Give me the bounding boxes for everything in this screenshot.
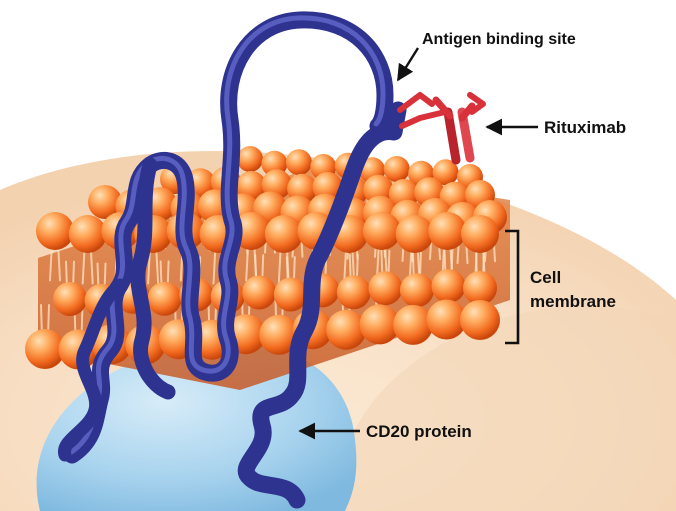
membrane-bracket [505, 229, 520, 345]
lipid-head-top [36, 212, 74, 250]
label-antigen-binding-site: Antigen binding site [422, 31, 576, 48]
lipid-head-top [264, 215, 303, 253]
label-cell-membrane-line1: Cell [530, 268, 561, 287]
lipid-head-bottom [147, 281, 182, 316]
lipid-head-bottom [25, 329, 65, 369]
label-cell-membrane-line2: membrane [530, 292, 616, 311]
protein-inner-strand [130, 157, 176, 400]
lipid-head-top [232, 212, 271, 250]
lipid-head-bottom [53, 282, 87, 316]
lipid-head-top [395, 215, 434, 253]
nucleus [36, 342, 357, 511]
rituximab-antibody-icon [397, 92, 486, 165]
lipid-head-bottom [336, 275, 371, 310]
lipid-head-bottom [399, 273, 434, 308]
label-rituximab: Rituximab [544, 118, 626, 137]
lipid-head-bottom [393, 304, 434, 345]
lipid-head-bottom [368, 271, 403, 306]
lipid-head-bottom [431, 269, 466, 304]
lipid-head-top [461, 215, 499, 253]
lipid-head-bottom [326, 309, 367, 350]
cd20-protein [58, 11, 407, 509]
protein-tail [58, 278, 127, 462]
lipid-head-bottom [242, 275, 277, 310]
lipid-head-bottom [273, 277, 308, 312]
lipid-head-top [383, 156, 410, 182]
lipid-head-bottom [259, 314, 300, 355]
lipid-head-bottom [463, 271, 497, 305]
lipid-head-top [68, 215, 107, 253]
lipid-head-top [88, 185, 122, 219]
lipid-head-top [428, 212, 467, 250]
lipid-head-top [432, 159, 459, 186]
lipid-head-top [285, 149, 312, 176]
cell-shading [338, 306, 676, 511]
label-cd20-protein: CD20 protein [366, 422, 472, 441]
arrow-antigen-binding-site-icon [396, 47, 420, 82]
lipid-head-bottom [359, 304, 400, 345]
lipid-head-bottom [426, 299, 467, 340]
lipid-head-bottom [460, 300, 500, 340]
lipid-head-top [237, 146, 263, 172]
lipid-head-top [362, 212, 401, 250]
